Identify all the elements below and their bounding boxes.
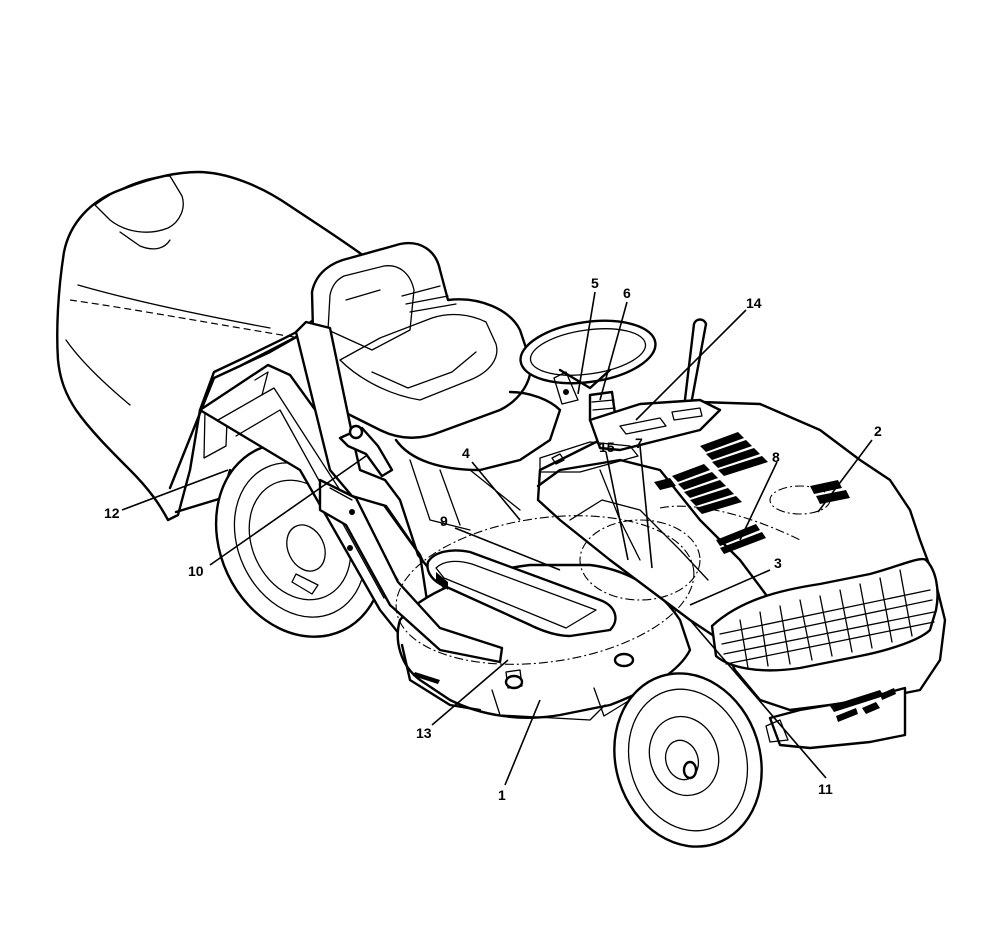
callout-6: 6 bbox=[623, 285, 631, 301]
callout-3: 3 bbox=[774, 555, 782, 571]
leader-lines bbox=[121, 291, 873, 786]
cutting-deck bbox=[396, 563, 692, 721]
footrest bbox=[426, 549, 617, 638]
callouts: 1 2 3 4 5 6 7 8 9 10 11 12 13 14 15 bbox=[104, 275, 882, 803]
front-wheel bbox=[613, 672, 763, 848]
hood-vents bbox=[654, 432, 850, 554]
rear-handle bbox=[338, 424, 394, 478]
callout-14: 14 bbox=[746, 295, 762, 311]
control-panel bbox=[539, 398, 722, 473]
callout-10: 10 bbox=[188, 563, 204, 579]
callout-5: 5 bbox=[591, 275, 599, 291]
front-grille bbox=[710, 557, 939, 672]
callout-15: 15 bbox=[599, 439, 615, 455]
callout-7: 7 bbox=[635, 435, 643, 451]
callout-2: 2 bbox=[874, 423, 882, 439]
seat bbox=[310, 241, 532, 439]
callout-1: 1 bbox=[498, 787, 506, 803]
callout-9: 9 bbox=[440, 513, 448, 529]
frame-rail bbox=[318, 478, 504, 664]
callout-8: 8 bbox=[772, 449, 780, 465]
callout-12: 12 bbox=[104, 505, 120, 521]
callout-11: 11 bbox=[818, 781, 833, 797]
callout-13: 13 bbox=[416, 725, 432, 741]
callout-4: 4 bbox=[462, 445, 470, 461]
body-side bbox=[294, 320, 562, 622]
lift-lever bbox=[682, 318, 708, 412]
grass-collector-bag bbox=[56, 170, 382, 522]
